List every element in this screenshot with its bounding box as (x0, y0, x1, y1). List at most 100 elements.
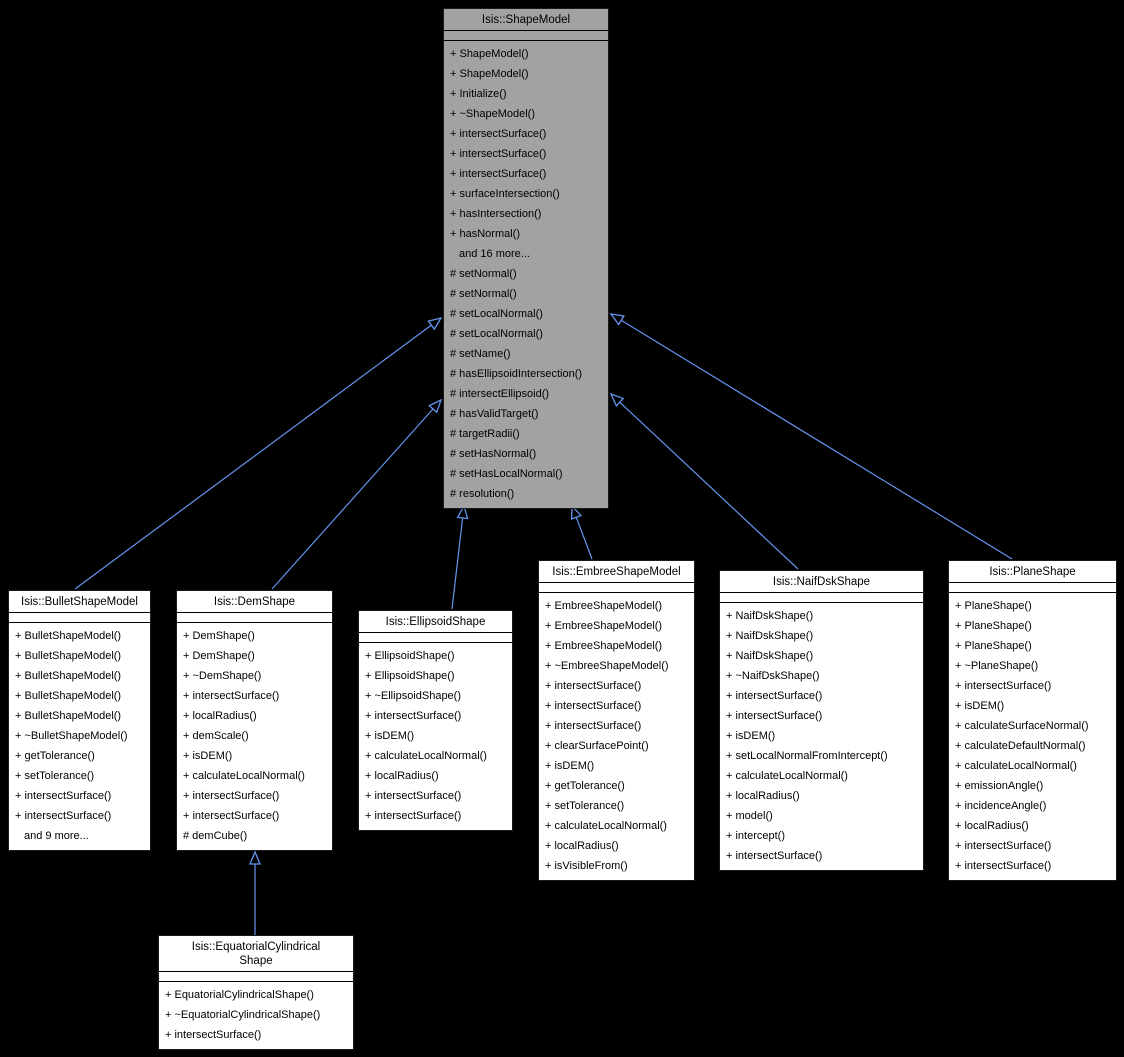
member-row: + isDEM() (726, 730, 776, 742)
class-title-equatorialcylindricalshape: Isis::EquatorialCylindrical Shape (159, 936, 353, 972)
member-row: + calculateLocalNormal() (183, 770, 305, 782)
member-row: + intersectSurface() (545, 680, 642, 692)
member-row: and 9 more... (24, 830, 89, 842)
member-row: + intersectSurface() (183, 690, 280, 702)
member-row: # setLocalNormal() (450, 328, 543, 340)
member-row: + localRadius() (183, 710, 257, 722)
class-box-ellipsoidshape: Isis::EllipsoidShape + EllipsoidShape()+… (358, 610, 513, 831)
member-row: + hasIntersection() (450, 208, 542, 220)
class-members-embreeshapemodel: + EmbreeShapeModel() + EmbreeShapeModel()… (539, 593, 694, 880)
member-row: + NaifDskShape() (726, 630, 814, 642)
class-title-demshape: Isis::DemShape (177, 591, 332, 613)
member-row: + model() (726, 810, 773, 822)
class-box-demshape: Isis::DemShape + DemShape()+ DemShape()+… (176, 590, 333, 851)
member-row: + emissionAngle() (955, 780, 1044, 792)
class-box-planeshape: Isis::PlaneShape + PlaneShape()+ PlaneSh… (948, 560, 1117, 881)
member-row: + hasNormal() (450, 228, 520, 240)
member-row: + calculateLocalNormal() (726, 770, 848, 782)
class-members-bulletshapemodel: + BulletShapeModel() + BulletShapeModel()… (9, 623, 150, 850)
class-title-embreeshapemodel: Isis::EmbreeShapeModel (539, 561, 694, 583)
edge-plane-to-shapemodel (609, 313, 1013, 560)
member-row: + intersectSurface() (365, 710, 462, 722)
member-row: # demCube() (183, 830, 248, 842)
member-row: + surfaceIntersection() (450, 188, 560, 200)
member-row: + PlaneShape() (955, 640, 1032, 652)
member-row: + isVisibleFrom() (545, 860, 628, 872)
member-row: + intersectSurface() (183, 790, 280, 802)
member-row: + intersectSurface() (15, 790, 112, 802)
member-row: + isDEM() (545, 760, 595, 772)
member-row: + intersectSurface() (726, 690, 823, 702)
member-row: + calculateDefaultNormal() (955, 740, 1086, 752)
member-row: + BulletShapeModel() (15, 650, 122, 662)
member-row: + calculateLocalNormal() (955, 760, 1077, 772)
member-row: + intersectSurface() (726, 710, 823, 722)
member-row: + intercept() (726, 830, 785, 842)
class-members-planeshape: + PlaneShape()+ PlaneShape()+ PlaneShape… (949, 593, 1116, 880)
class-members-demshape: + DemShape()+ DemShape()+ ~DemShape()+ i… (177, 623, 332, 850)
member-row: # setHasLocalNormal() (450, 468, 563, 480)
class-attributes-planeshape (949, 583, 1116, 593)
member-row: + EllipsoidShape() (365, 670, 455, 682)
member-row: + EllipsoidShape() (365, 650, 455, 662)
class-title-planeshape: Isis::PlaneShape (949, 561, 1116, 583)
class-attributes-equatorialcylindricalshape (159, 972, 353, 982)
member-row: + incidenceAngle() (955, 800, 1047, 812)
member-row: # intersectEllipsoid() (450, 388, 550, 400)
member-row: + DemShape() (183, 650, 255, 662)
member-row: + ~PlaneShape() (955, 660, 1039, 672)
class-title-bulletshapemodel: Isis::BulletShapeModel (9, 591, 150, 613)
member-row: + intersectSurface() (955, 840, 1052, 852)
class-title-shapemodel: Isis::ShapeModel (444, 9, 608, 31)
member-row: + EmbreeShapeModel() (545, 620, 663, 632)
member-row: + PlaneShape() (955, 620, 1032, 632)
class-attributes-ellipsoidshape (359, 633, 512, 643)
class-members-equatorialcylindricalshape: + EquatorialCylindricalShape() + ~Equator… (159, 982, 353, 1049)
member-row: + Initialize() (450, 88, 507, 100)
member-row: + BulletShapeModel() (15, 690, 122, 702)
member-row: + demScale() (183, 730, 249, 742)
member-row: + BulletShapeModel() (15, 710, 122, 722)
class-attributes-bulletshapemodel (9, 613, 150, 623)
member-row: # setNormal() (450, 288, 517, 300)
class-attributes-embreeshapemodel (539, 583, 694, 593)
member-row: + setTolerance() (15, 770, 95, 782)
edge-ellipsoid-to-shapemodel (451, 504, 469, 610)
member-row: and 16 more... (459, 248, 530, 260)
member-row: + localRadius() (545, 840, 619, 852)
member-row: + clearSurfacePoint() (545, 740, 649, 752)
member-row: + isDEM() (183, 750, 233, 762)
member-row: + EquatorialCylindricalShape() (165, 989, 314, 1001)
member-row: + intersectSurface() (15, 810, 112, 822)
member-row: + intersectSurface() (365, 790, 462, 802)
member-row: + intersectSurface() (183, 810, 280, 822)
member-row: + ~NaifDskShape() (726, 670, 820, 682)
member-row: + intersectSurface() (955, 680, 1052, 692)
member-row: + isDEM() (955, 700, 1005, 712)
member-row: + localRadius() (726, 790, 800, 802)
member-row: # hasEllipsoidIntersection() (450, 368, 583, 380)
member-row: + getTolerance() (15, 750, 95, 762)
member-row: # setName() (450, 348, 511, 360)
member-row: + ~EmbreeShapeModel() (545, 660, 669, 672)
class-title-ellipsoidshape: Isis::EllipsoidShape (359, 611, 512, 633)
class-attributes-demshape (177, 613, 332, 623)
member-row: + intersectSurface() (165, 1029, 262, 1041)
member-row: + ShapeModel() (450, 68, 529, 80)
member-row: + localRadius() (955, 820, 1029, 832)
member-row: + isDEM() (365, 730, 415, 742)
member-row: + ~DemShape() (183, 670, 262, 682)
edge-naifdsk-to-shapemodel (609, 392, 799, 570)
edge-bullet-to-shapemodel (74, 316, 443, 590)
member-row: + EmbreeShapeModel() (545, 640, 663, 652)
member-row: + BulletShapeModel() (15, 630, 122, 642)
member-row: + NaifDskShape() (726, 610, 814, 622)
member-row: + ShapeModel() (450, 48, 529, 60)
class-title-naifdskshape: Isis::NaifDskShape (720, 571, 923, 593)
member-row: + intersectSurface() (545, 720, 642, 732)
class-members-shapemodel: + ShapeModel() + ShapeModel() + Initialize… (444, 41, 608, 508)
member-row: + intersectSurface() (365, 810, 462, 822)
member-row: # setHasNormal() (450, 448, 537, 460)
member-row: + ~EquatorialCylindricalShape() (165, 1009, 321, 1021)
